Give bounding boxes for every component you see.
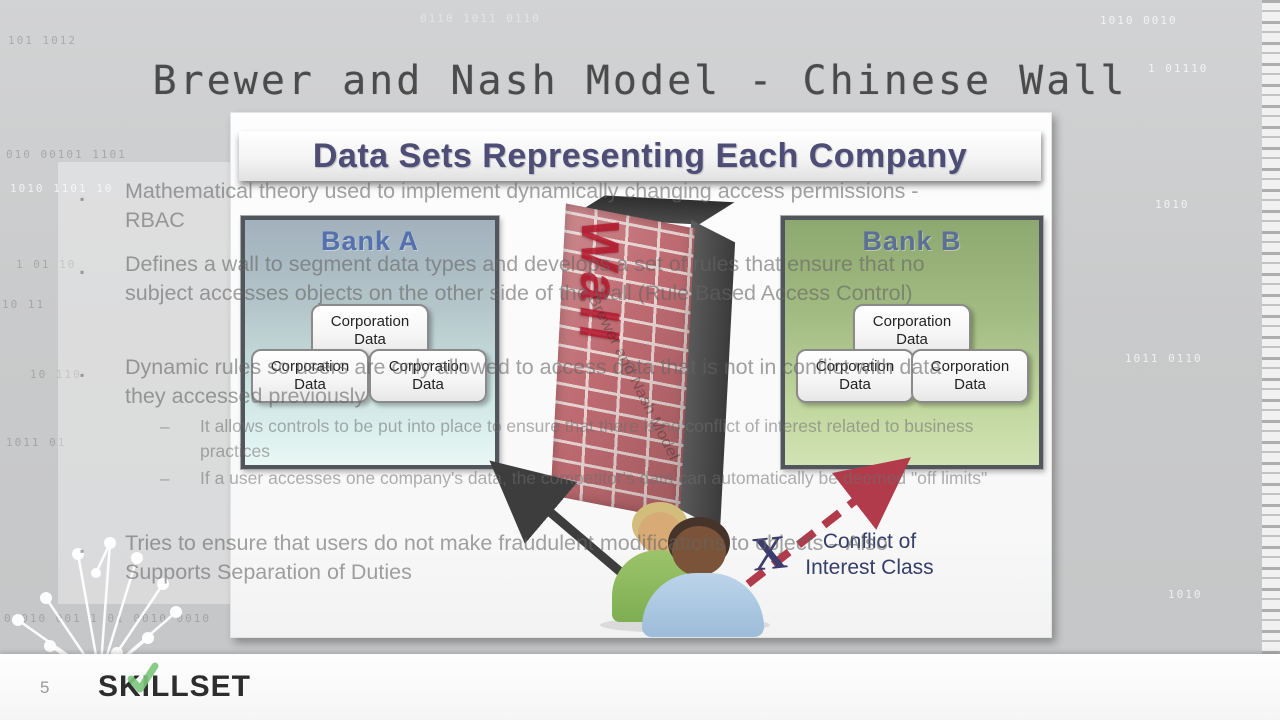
bank-b-label: Bank B (862, 226, 962, 256)
bullet-marker: ▪ (80, 265, 85, 279)
bullet-marker: ▪ (80, 544, 85, 558)
bullet-text: It allows controls to be put into place … (200, 416, 974, 461)
binary-fragment: 1 01 10 (16, 258, 77, 271)
binary-fragment: 0 010 001 1 01 0010 0010 (4, 612, 211, 625)
bullet-text: Dynamic rules so users are only allowed … (125, 355, 942, 408)
bullet-item: ▪ Mathematical theory used to implement … (78, 177, 964, 235)
diagram-banner-title: Data Sets Representing Each Company (312, 136, 968, 175)
sub-bullet-item: – If a user accesses one company's data,… (160, 466, 1004, 491)
check-icon (127, 662, 159, 693)
bullet-item: ▪ Defines a wall to segment data types a… (78, 250, 964, 308)
binary-fragment: 1010 (1155, 198, 1190, 211)
sub-bullet-item: – It allows controls to be put into plac… (160, 414, 1004, 464)
binary-fragment: 10 110 (30, 368, 82, 381)
corporation-data-box: Corporation Data (251, 349, 369, 403)
binary-fragment: 1 01110 (1148, 62, 1209, 75)
person-front-head (672, 526, 726, 576)
bullet-marker: ▪ (80, 368, 85, 382)
bullet-text: If a user accesses one company's data, t… (200, 468, 988, 488)
barcode-strip-decoration (1262, 0, 1280, 720)
binary-fragment: 1010 1101 10 (10, 182, 114, 195)
bullet-text: Defines a wall to segment data types and… (125, 252, 925, 305)
bullet-item: ▪ Dynamic rules so users are only allowe… (78, 353, 964, 411)
page-number: 5 (40, 678, 50, 697)
binary-fragment: 0110 1011 0110 (420, 12, 541, 25)
bullet-text: Tries to ensure that users do not make f… (125, 531, 888, 584)
bank-a-panel: Bank A Corporation Data Corporation Data… (240, 215, 500, 470)
binary-fragment: 1010 (1168, 588, 1203, 601)
bank-a-label: Bank A (320, 226, 420, 256)
binary-fragment: 1011 0110 (1125, 352, 1203, 365)
binary-fragment: 010 00101 1101 (6, 148, 127, 161)
binary-fragment: 101 1012 (8, 34, 77, 47)
corporation-data-box: Corporation Data (369, 349, 487, 403)
bullet-marker: – (160, 469, 170, 488)
brand-logo: SKILLSET (98, 670, 252, 703)
bullet-marker: ▪ (80, 192, 85, 206)
binary-fragment: 1011 01 (6, 436, 67, 449)
bullet-text: Mathematical theory used to implement dy… (125, 179, 919, 232)
corporation-data-box: Corporation Data (796, 349, 914, 403)
binary-fragment: 1010 0010 (1100, 14, 1178, 27)
bullet-item: ▪ Tries to ensure that users do not make… (78, 529, 964, 587)
footer-bar: 5 SKILLSET (0, 654, 1280, 720)
corporation-data-box: Corporation Data (911, 349, 1029, 403)
diagram-banner: Data Sets Representing Each Company (239, 131, 1041, 181)
crossfade-light-strip (58, 162, 230, 604)
page-title: Brewer and Nash Model - Chinese Wall (152, 58, 1128, 104)
bank-b-panel: Bank B Corporation Data Corporation Data… (780, 215, 1044, 470)
binary-fragment: 10 11 (2, 298, 46, 311)
bullet-marker: – (160, 417, 170, 436)
